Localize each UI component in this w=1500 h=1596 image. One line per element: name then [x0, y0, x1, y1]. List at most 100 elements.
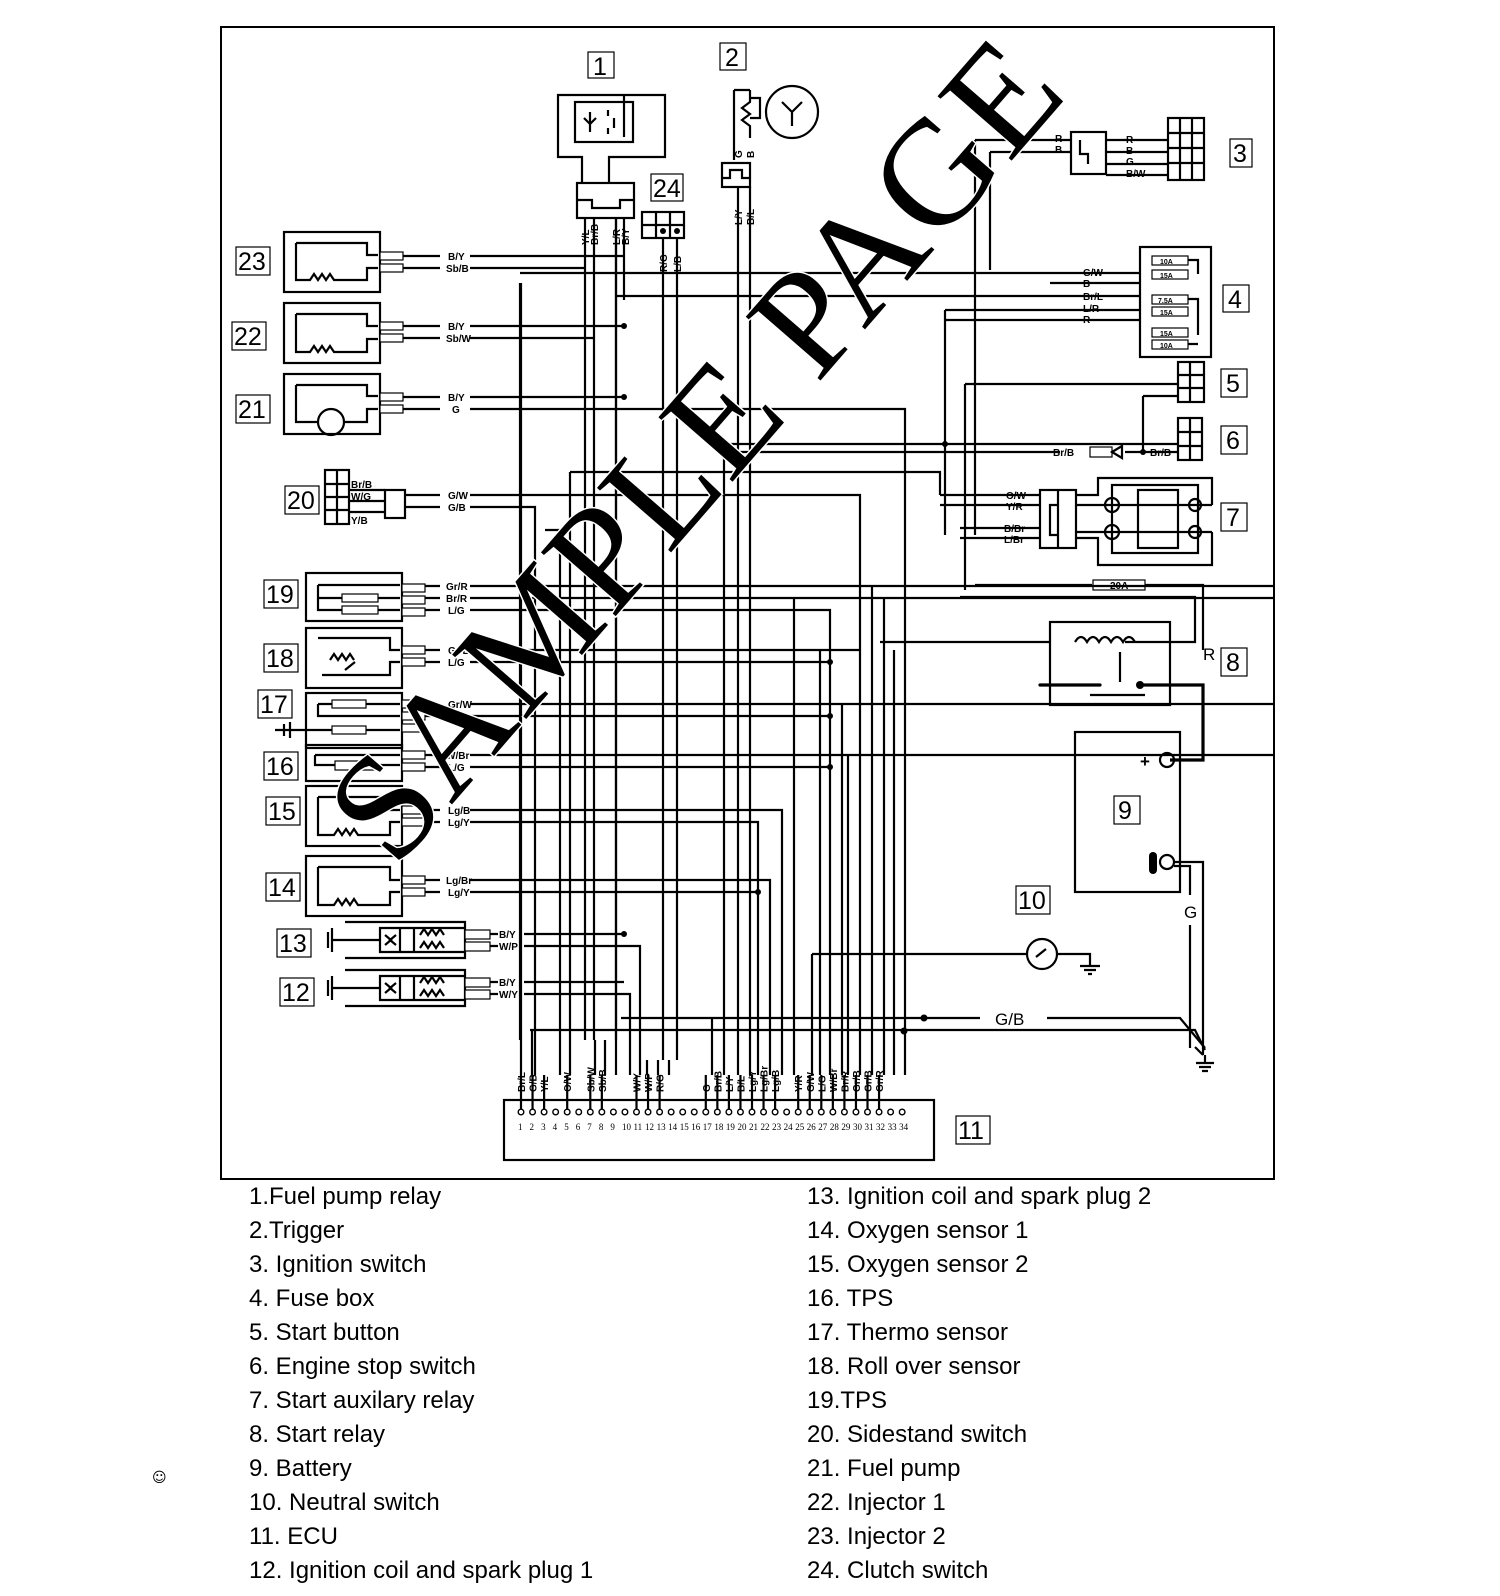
ecu-pin	[736, 1108, 744, 1116]
ecu-wire-label: O/W	[563, 1071, 574, 1092]
ecu-wire-label: W/Y	[633, 1073, 644, 1092]
component-tag-2: 2	[725, 44, 739, 72]
wire-label: Br/B	[351, 480, 372, 491]
ecu-pin	[586, 1108, 594, 1116]
component-tag-24: 24	[653, 175, 681, 203]
component-tag-11: 11	[958, 1117, 984, 1145]
ecu-wire-label: G	[702, 1084, 713, 1092]
legend-item: 23. Injector 2	[807, 1523, 946, 1550]
component-tag-17: 17	[260, 691, 288, 719]
ecu-pin-number: 23	[772, 1122, 782, 1132]
wire-label: G	[452, 405, 460, 416]
ecu-pin-number: 18	[714, 1122, 724, 1132]
ecu-pin-number: 27	[818, 1122, 828, 1132]
ecu-pin	[840, 1108, 848, 1116]
ecu-pin-number: 30	[853, 1122, 863, 1132]
wire-label: Gr/B	[448, 646, 470, 657]
wire-label: L/G	[448, 763, 465, 774]
ecu-pin-number: 13	[657, 1122, 667, 1132]
legend-item: 22. Injector 1	[807, 1489, 946, 1516]
legend-item: 11. ECU	[249, 1523, 338, 1550]
ecu-pin	[609, 1108, 617, 1116]
wire-label: B/Y	[621, 228, 632, 245]
oxygen-sensor-1: 14 Lg/Br Lg/Y	[265, 854, 772, 1075]
ecu-pin	[713, 1108, 721, 1116]
ecu-pin	[563, 1108, 571, 1116]
wire-label: B	[746, 151, 757, 158]
wire-label: L/G	[448, 658, 465, 669]
oxygen-sensor-2: 15 Lg/B Lg/Y	[265, 784, 784, 1075]
wire-label: Y/B	[351, 516, 368, 527]
trigger: 2	[719, 42, 820, 1050]
ecu-pin	[702, 1108, 710, 1116]
component-tag-23: 23	[238, 248, 266, 276]
wire-label: L/R	[612, 228, 623, 245]
legend-item: 3. Ignition switch	[249, 1251, 427, 1278]
battery: 9 + G	[1073, 730, 1214, 1073]
legend-item: 5. Start button	[249, 1319, 400, 1346]
fuse-rating: 15A	[1160, 331, 1173, 338]
component-tag-9: 9	[1118, 797, 1132, 825]
component-tag-7: 7	[1226, 504, 1240, 532]
wire-label: B/Y	[499, 978, 516, 989]
wire-label: Br/R	[446, 594, 468, 605]
harness-trunk	[519, 218, 948, 1075]
component-tag-20: 20	[287, 487, 315, 515]
wire-label: Sb/W	[446, 334, 472, 345]
ecu-wire-label: Gr/B	[864, 1070, 875, 1092]
ecu-pin-number: 12	[645, 1122, 654, 1132]
component-tag-3: 3	[1233, 140, 1247, 168]
ecu-pin-number: 29	[841, 1122, 851, 1132]
ecu-pin	[748, 1108, 756, 1116]
legend-item: 2.Trigger	[249, 1217, 345, 1244]
wire-label: W/Br	[446, 751, 469, 762]
ecu-wire-label: Y/R	[794, 1075, 805, 1092]
fuel-pump-relay: 1	[556, 51, 667, 1040]
component-tag-22: 22	[234, 323, 262, 351]
ecu-pin	[783, 1108, 791, 1116]
ecu-pin	[898, 1108, 906, 1116]
legend-item: 14. Oxygen sensor 1	[807, 1217, 1029, 1244]
component-tag-16: 16	[266, 753, 294, 781]
wire-label: L/R	[1083, 304, 1100, 315]
component-tag-12: 12	[282, 979, 310, 1007]
ecu-wire-label: Br/R	[840, 1070, 851, 1092]
sidestand-switch: 20 Br/B W/G Y/B G/W G/B	[284, 468, 942, 1075]
wire-label: Lg/Y	[448, 888, 470, 899]
start-relay: 8 20A R	[880, 579, 1248, 762]
wire-label: B/Br	[1004, 524, 1025, 535]
fuse-rating: 15A	[1160, 273, 1173, 280]
wire-label: B/W	[1126, 169, 1146, 180]
legend-item: 7. Start auxilary relay	[249, 1387, 475, 1414]
ecu-pin-number: 1	[518, 1122, 523, 1132]
ecu-wire-label: Sb/B	[598, 1069, 609, 1092]
ecu-pin	[829, 1108, 837, 1116]
legend-item: 24. Clutch switch	[807, 1557, 989, 1584]
wire-label: W/G	[351, 492, 371, 503]
ecu-wire-label: Y/L	[540, 1076, 551, 1092]
wire-label: L/Y	[734, 209, 745, 225]
ecu-pin	[598, 1108, 606, 1116]
wire-label: Gr/W	[448, 700, 472, 711]
ecu-wire-label: Br/B	[713, 1071, 724, 1092]
ecu-pin	[656, 1108, 664, 1116]
ecu-pin-number: 28	[830, 1122, 840, 1132]
ecu-pin-number: 9	[610, 1122, 615, 1132]
battery-plus-terminal: +	[1140, 752, 1150, 771]
page-stamp-icon: ☺	[152, 1470, 167, 1486]
legend-item: 4. Fuse box	[249, 1285, 375, 1312]
ecu-pin-number: 32	[876, 1122, 885, 1132]
wire-label: B/L	[746, 209, 757, 225]
wire-label: L/Br	[1004, 535, 1024, 546]
tps-16: 16 W/Br L/G	[263, 743, 1275, 783]
wire-label: R	[1126, 135, 1134, 146]
ecu-pin-number: 15	[680, 1122, 690, 1132]
fuel-pump: 21 B/Y G	[235, 372, 907, 1075]
ecu-pin-number: 5	[564, 1122, 569, 1132]
legend-item: 15. Oxygen sensor 2	[807, 1251, 1029, 1278]
ecu-wire-label: B/L	[736, 1076, 747, 1092]
ignition-switch: 3	[973, 116, 1253, 535]
ecu-wire-label: L/Y	[725, 1076, 736, 1092]
